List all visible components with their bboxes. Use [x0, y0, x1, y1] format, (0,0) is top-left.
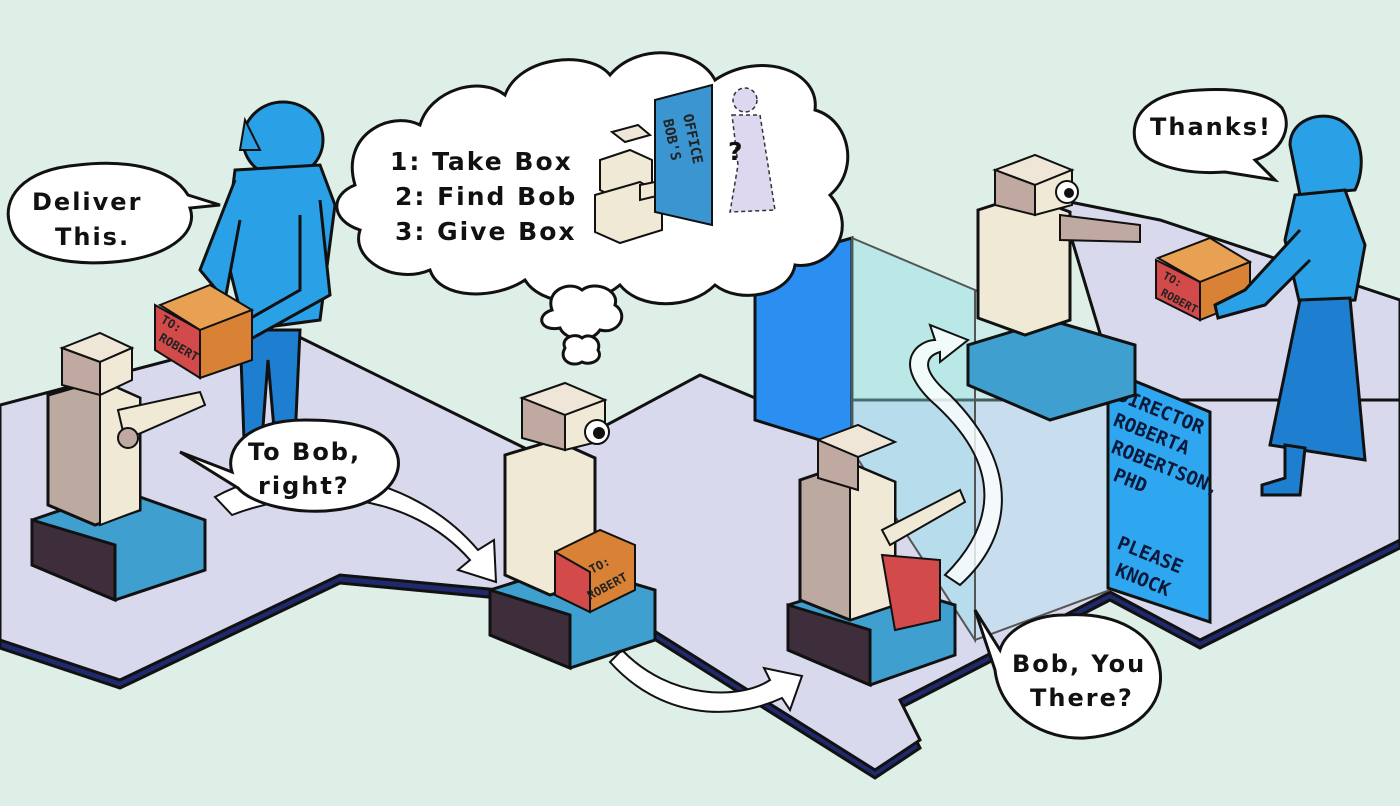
package-box-1: TO: ROBERT: [154, 283, 255, 380]
robot-4: [966, 153, 1141, 422]
bubble-thanks: Thanks!: [1132, 88, 1288, 183]
office-door-sign: DIRECTOR ROBERTA ROBERTSON, PHD PLEASE K…: [1106, 367, 1222, 625]
bubble-to-bob: To Bob, right?: [179, 418, 400, 513]
robot-1: [30, 331, 207, 603]
thought-door: BOB'S OFFICE: [654, 83, 713, 227]
bubble-deliver: Deliver This.: [6, 161, 221, 265]
arrow-2: [608, 648, 804, 713]
thought-person-dashed: ?: [728, 87, 776, 213]
person-left: [198, 100, 337, 442]
bubble-thanks-text: Thanks!: [1150, 113, 1272, 141]
arrow-3: [909, 323, 1003, 587]
bubble-bob-line-2: There?: [1030, 684, 1134, 712]
bubble-bob-line-1: Bob, You: [1012, 650, 1146, 678]
bubble-to-bob-line-2: right?: [258, 472, 350, 500]
package-box-2: TO: ROBERT: [1155, 236, 1253, 322]
thought-step-2: 2: Find Bob: [395, 182, 577, 211]
thought-step-1: 1: Take Box: [390, 147, 573, 176]
robot-3: [786, 423, 967, 688]
bubble-bob-you-there: Bob, You There?: [973, 609, 1163, 740]
person-right: [1213, 114, 1367, 497]
question-mark: ?: [728, 137, 745, 166]
bubble-deliver-line-2: This.: [55, 223, 130, 251]
thought-step-3: 3: Give Box: [395, 217, 577, 246]
thought-cloud: 1: Take Box 2: Find Bob 3: Give Box BOB'…: [335, 51, 850, 366]
bubble-to-bob-line-1: To Bob,: [248, 438, 361, 466]
bubble-deliver-line-1: Deliver: [32, 188, 142, 216]
robot-2: TO: ROBERT: [488, 381, 657, 671]
